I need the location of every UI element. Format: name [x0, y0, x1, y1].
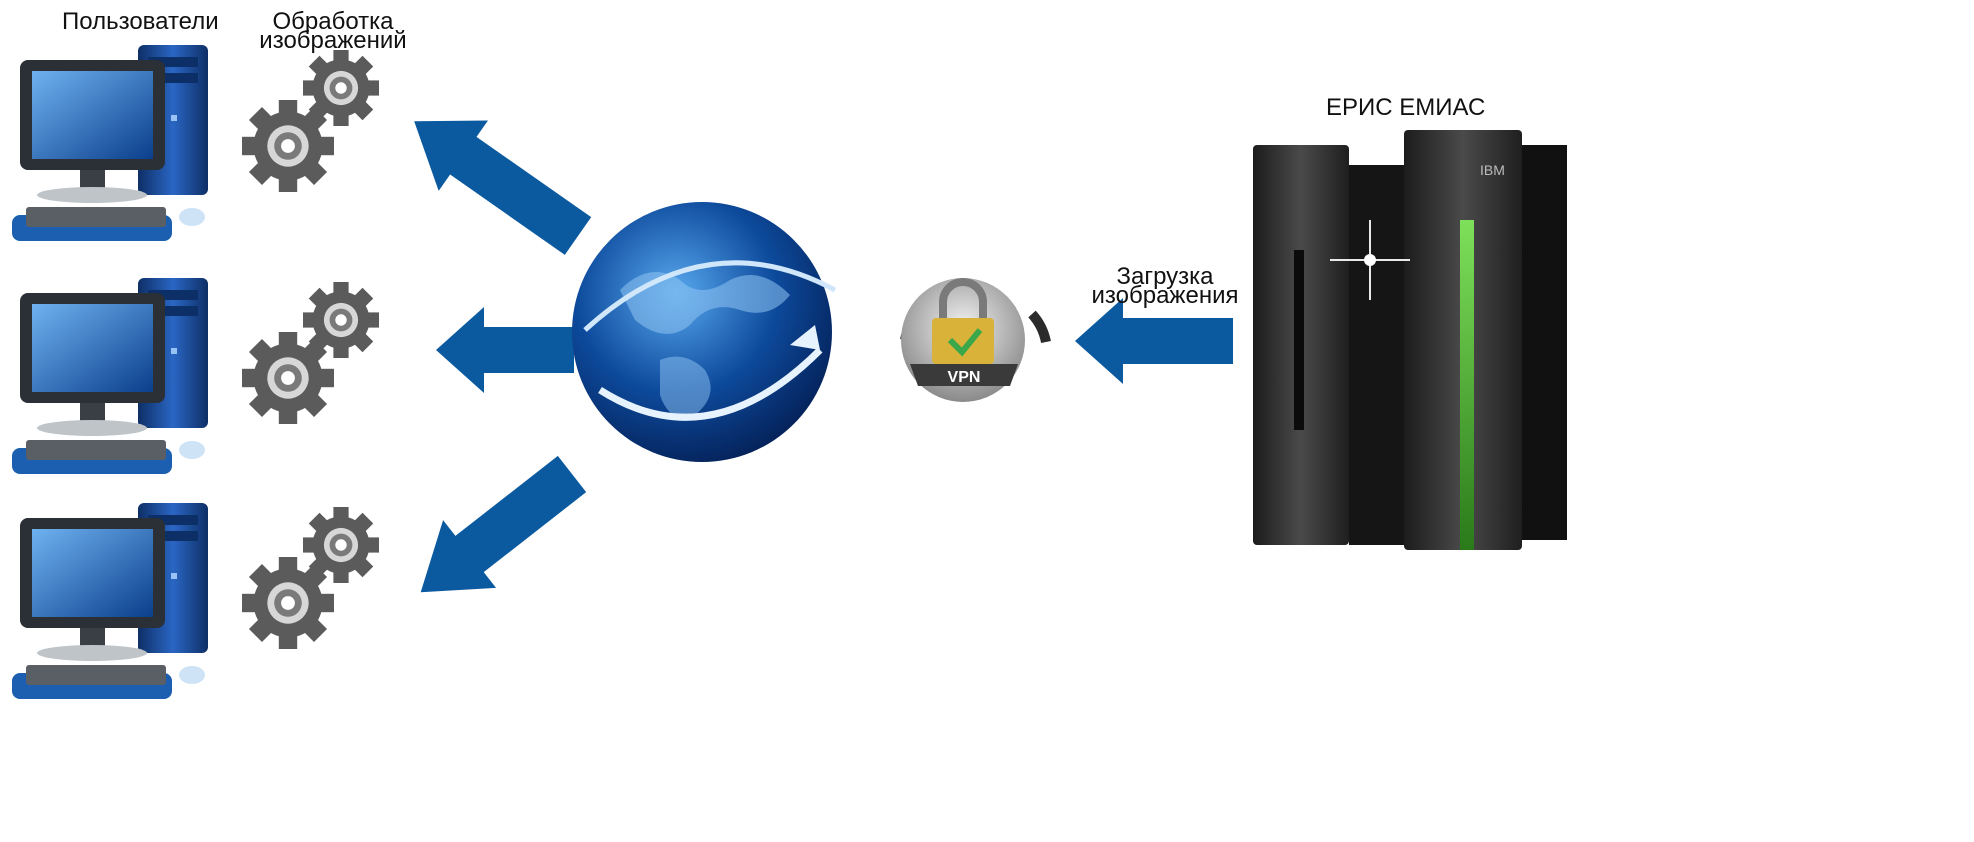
- processing-label: Обработка изображений: [258, 8, 408, 54]
- computer-icon: [12, 278, 208, 474]
- computer-icon: [12, 45, 208, 241]
- server-brand-text: IBM: [1480, 162, 1505, 178]
- arrow-icon: [420, 455, 587, 593]
- upload-label-line2: изображения: [1091, 281, 1239, 309]
- arrow-icon: [414, 120, 592, 255]
- upload-label: Загрузка изображения: [1090, 263, 1240, 309]
- vpn-lock-icon: VPN: [900, 278, 1051, 402]
- globe-icon: [572, 202, 837, 462]
- computer-icon: [12, 503, 208, 699]
- vpn-badge-text: VPN: [948, 369, 981, 386]
- gears-icon: [242, 50, 379, 192]
- processing-label-line1: Обработка: [272, 8, 394, 35]
- upload-label-line1: Загрузка: [1116, 263, 1214, 290]
- processing-label-line2: изображений: [259, 26, 407, 54]
- arrow-icon: [436, 307, 574, 393]
- arrow-icon: [1075, 298, 1233, 384]
- eris-label: ЕРИС ЕМИАС: [1326, 94, 1486, 121]
- gears-icon: [242, 507, 379, 649]
- server-icon: IBM: [1253, 130, 1567, 550]
- users-label: Пользователи: [62, 8, 219, 35]
- gears-icon: [242, 282, 379, 424]
